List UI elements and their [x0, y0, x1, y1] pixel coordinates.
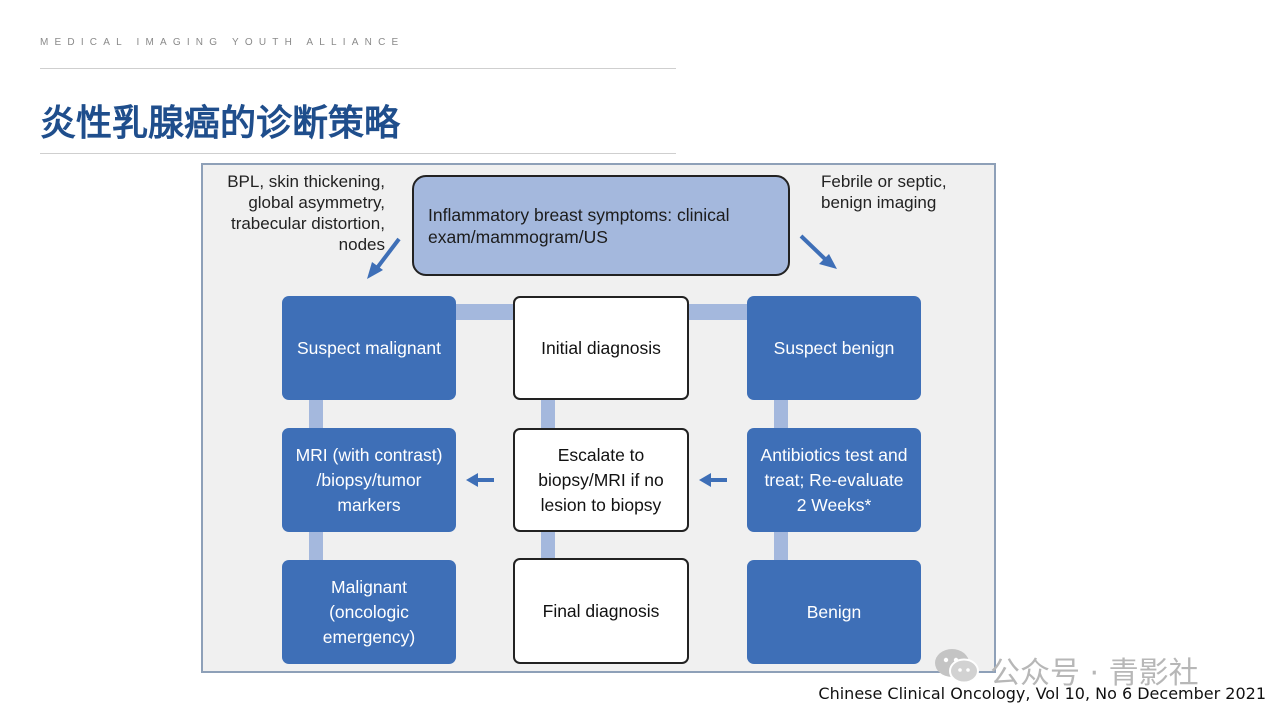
box-escalate: Escalate to biopsy/MRI if no lesion to b…	[513, 428, 689, 532]
top-rule	[40, 68, 676, 69]
box-malignant: Malignant (oncologic emergency)	[282, 560, 456, 664]
org-label: MEDICAL IMAGING YOUTH ALLIANCE	[40, 37, 405, 48]
connector-v-center-1	[541, 400, 555, 428]
connector-h-right	[688, 304, 748, 320]
watermark: 公众号 · 青影社	[934, 646, 1199, 694]
title-rule	[40, 153, 676, 154]
box-antibiotics: Antibiotics test and treat; Re-evaluate …	[747, 428, 921, 532]
connector-h-left	[455, 304, 515, 320]
wechat-icon	[934, 646, 980, 694]
box-final-diagnosis: Final diagnosis	[513, 558, 689, 664]
page-title: 炎性乳腺癌的诊断策略	[40, 103, 401, 144]
note-right: Febrile or septic, benign imaging	[821, 172, 947, 212]
box-suspect-malignant: Suspect malignant	[282, 296, 456, 400]
top-symptoms-box: Inflammatory breast symptoms: clinical e…	[412, 175, 790, 276]
connector-v-center-2	[541, 532, 555, 560]
box-suspect-benign: Suspect benign	[747, 296, 921, 400]
connector-v-right-1	[774, 400, 788, 428]
arrow-left-center-icon	[466, 473, 494, 487]
connector-v-left-1	[309, 400, 323, 428]
flowchart-figure: BPL, skin thickening, global asymmetry, …	[201, 163, 996, 673]
box-mri-biopsy: MRI (with contrast) /biopsy/tumor marker…	[282, 428, 456, 532]
watermark-text: 公众号 · 青影社	[990, 656, 1199, 691]
arrow-left-right-icon	[699, 473, 727, 487]
arrow-down-left-icon	[367, 237, 401, 279]
box-benign: Benign	[747, 560, 921, 664]
box-initial-diagnosis: Initial diagnosis	[513, 296, 689, 400]
connector-v-right-2	[774, 532, 788, 560]
connector-v-left-2	[309, 532, 323, 560]
arrow-down-right-icon	[799, 234, 837, 269]
source-citation: Chinese Clinical Oncology, Vol 10, No 6 …	[818, 684, 1266, 703]
arrows-layer	[367, 234, 837, 487]
note-left: BPL, skin thickening, global asymmetry, …	[227, 172, 385, 254]
